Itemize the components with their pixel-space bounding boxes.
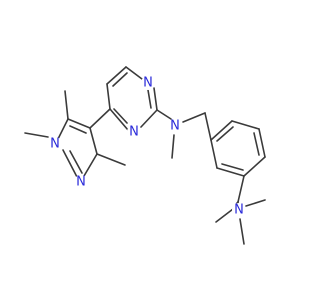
- bond-pym-n3-c4-inner: [113, 108, 128, 124]
- bond-pym-n3-c4: [109, 108, 129, 131]
- bond-ch2-benzene: [204, 112, 212, 141]
- bond-bz-1-inner: [216, 126, 234, 142]
- bond-c3-methyl: [96, 153, 126, 166]
- bond-pym-c6-n1: [125, 66, 143, 80]
- bond-bz-2: [231, 120, 260, 130]
- bond-pz-c4-pym-c4: [89, 108, 111, 129]
- bond-pym-c4-c5: [106, 83, 111, 110]
- bond-pz-c4-c5: [67, 118, 91, 129]
- atom-label-n: N: [170, 119, 180, 134]
- atom-n-pyrimidine-top: N: [141, 76, 155, 91]
- bond-n-amine-ch2: [182, 112, 206, 123]
- atom-label-n: N: [129, 125, 139, 140]
- atom-labels: N N N N N N: [48, 76, 246, 218]
- atom-label-n: N: [50, 137, 60, 152]
- bond-bz-6: [210, 139, 218, 169]
- atom-n-amine: N: [168, 119, 182, 134]
- bond-bz-3-inner: [253, 132, 260, 156]
- bond-bz-3: [258, 128, 266, 158]
- bond-pz-n1-n2: [62, 149, 78, 178]
- atom-n-pyrimidine-bottom: N: [127, 125, 141, 140]
- bond-n-dimethyl-left: [215, 208, 234, 223]
- bond-pz-n1-n2-inner: [69, 150, 83, 174]
- bond-c5-methyl: [64, 90, 69, 120]
- bond-pym-n1-c2-inner: [147, 89, 152, 109]
- bond-n-dimethyl-bottom: [239, 218, 245, 245]
- atom-n-pyrazole: N: [74, 175, 88, 190]
- bonds: [24, 66, 266, 245]
- bond-bz-4: [243, 156, 266, 177]
- bond-bz-1: [210, 120, 233, 141]
- atom-label-n: N: [234, 203, 244, 218]
- bond-pz-c5-n1: [57, 118, 69, 140]
- bond-n-dimethyl-right: [245, 199, 266, 207]
- bond-bz-5: [216, 167, 245, 177]
- atom-n-pyrazole-methyl: N: [48, 137, 62, 152]
- bond-pym-c2-n-amine: [156, 109, 172, 120]
- bond-pym-c5-c6: [106, 66, 127, 85]
- atom-label-n: N: [76, 175, 86, 190]
- bond-pz-c4-c5-inner: [69, 125, 87, 134]
- atom-n-dimethylamine: N: [232, 203, 246, 218]
- bond-n-amine-methyl: [171, 134, 175, 159]
- bond-bz-ch2: [237, 175, 245, 203]
- molecule-structure-diagram: N N N N N N: [24, 66, 266, 245]
- bond-pym-n1-c2: [153, 87, 158, 111]
- bond-pz-n2-c3: [83, 153, 98, 177]
- bond-n1-methyl: [24, 132, 49, 138]
- atom-label-n: N: [143, 76, 153, 91]
- bond-pym-c2-n3: [140, 109, 158, 128]
- bond-bz-5-inner: [221, 163, 244, 171]
- bond-pz-c3-c4: [89, 127, 98, 155]
- bond-pym-c5-c6-inner: [112, 72, 128, 87]
